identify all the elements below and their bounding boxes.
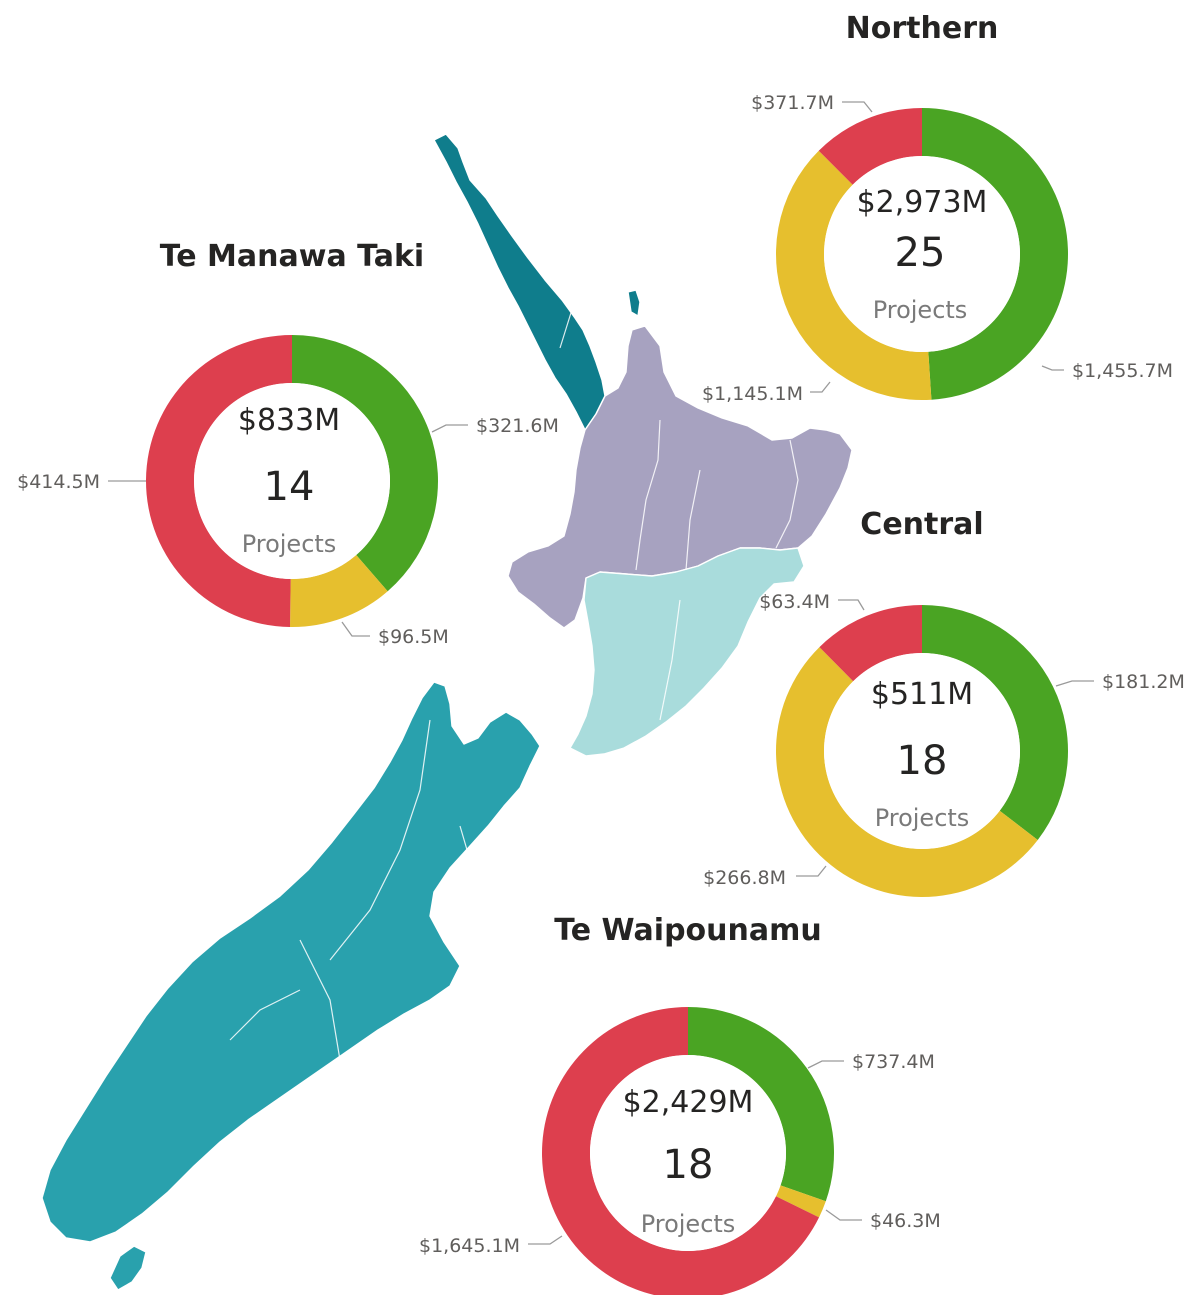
map-boundary [685, 469, 701, 571]
map-region-northern-coromandel[interactable] [627, 289, 641, 317]
donut-hole [194, 383, 390, 579]
leader-line [838, 599, 865, 611]
slice-label-red: $63.4M [759, 591, 830, 613]
donut-slices [146, 335, 438, 627]
leader-line [431, 424, 468, 433]
center-unit-northern: Projects [873, 296, 968, 324]
map-boundary [229, 989, 301, 1041]
map-boundary [775, 439, 799, 549]
region-title-northern: Northern [846, 11, 999, 46]
slice-label-green: $321.6M [476, 415, 559, 437]
center-count-central: 18 [897, 738, 948, 784]
leader-line [825, 1209, 862, 1221]
map-boundary [299, 939, 341, 1061]
slice-label-yellow: $1,145.1M [702, 383, 803, 405]
slice-label-green: $737.4M [852, 1051, 935, 1073]
new-zealand-map [41, 133, 853, 1291]
donut-hole [824, 156, 1020, 352]
donut-slice-green[interactable] [922, 605, 1068, 840]
center-total-te-manawa-taki: $833M [238, 403, 340, 438]
donut-hole [590, 1055, 786, 1251]
donut-slice-yellow[interactable] [290, 555, 388, 627]
donut-slice-red[interactable] [818, 108, 922, 185]
donut-slice-red[interactable] [542, 1007, 820, 1295]
map-region-stewart-island[interactable] [109, 1245, 147, 1291]
leader-line [528, 1235, 563, 1245]
map-boundary [329, 719, 431, 961]
slice-label-red: $414.5M [17, 471, 100, 493]
map-boundary [559, 298, 583, 349]
map-boundary [659, 599, 681, 721]
slice-label-yellow: $46.3M [870, 1210, 941, 1232]
donut-slice-red[interactable] [819, 605, 922, 682]
slice-label-red: $371.7M [751, 92, 834, 114]
center-total-central: $511M [871, 677, 973, 712]
center-count-te-manawa-taki: 14 [264, 464, 315, 510]
slice-label-yellow: $266.8M [703, 867, 786, 889]
donut-slices [775, 605, 1068, 897]
map-region-central[interactable] [569, 547, 805, 757]
donut-slice-green[interactable] [292, 335, 438, 592]
map-region-northern[interactable] [433, 133, 606, 431]
slice-label-red: $1,645.1M [419, 1235, 520, 1257]
region-title-te-manawa-taki: Te Manawa Taki [160, 239, 424, 274]
leader-line [796, 865, 827, 877]
slice-label-green: $1,455.7M [1072, 360, 1173, 382]
donut-te-waipounamu: Te Waipounamu $2,429M 18 Projects $737.4… [419, 913, 941, 1295]
region-title-central: Central [860, 507, 983, 542]
center-count-te-waipounamu: 18 [663, 1142, 714, 1188]
donut-slice-red[interactable] [146, 335, 292, 627]
leader-line [1055, 680, 1094, 687]
region-title-te-waipounamu: Te Waipounamu [554, 913, 821, 948]
leader-line [810, 381, 831, 393]
donut-slices [776, 108, 1068, 400]
donut-slice-yellow[interactable] [776, 150, 932, 400]
donut-slice-green[interactable] [922, 108, 1068, 400]
center-unit-central: Projects [875, 804, 970, 832]
donut-te-manawa-taki: Te Manawa Taki $833M 14 Projects $321.6M… [17, 239, 559, 648]
center-unit-te-manawa-taki: Projects [242, 530, 337, 558]
center-count-northern: 25 [895, 230, 946, 276]
map-boundary [459, 825, 491, 881]
map-region-te-waipounamu[interactable] [41, 681, 541, 1243]
donut-slice-yellow[interactable] [775, 1185, 826, 1218]
center-unit-te-waipounamu: Projects [641, 1210, 736, 1238]
leader-line [842, 101, 873, 113]
map-boundary [635, 419, 661, 571]
center-total-northern: $2,973M [857, 185, 988, 220]
donut-slice-green[interactable] [688, 1007, 834, 1202]
leader-line [807, 1060, 844, 1069]
leader-line [341, 621, 370, 637]
donut-central: Central $511M 18 Projects $181.2M $266.8… [703, 507, 1185, 897]
slice-label-yellow: $96.5M [378, 626, 449, 648]
donut-hole [824, 653, 1020, 849]
donut-slice-yellow[interactable] [775, 647, 1038, 897]
donut-northern: Northern $2,973M 25 Projects $1,455.7M $… [702, 11, 1173, 405]
slice-label-green: $181.2M [1102, 671, 1185, 693]
center-total-te-waipounamu: $2,429M [623, 1085, 754, 1120]
donut-slices [542, 1007, 834, 1295]
leader-line [1041, 365, 1064, 371]
